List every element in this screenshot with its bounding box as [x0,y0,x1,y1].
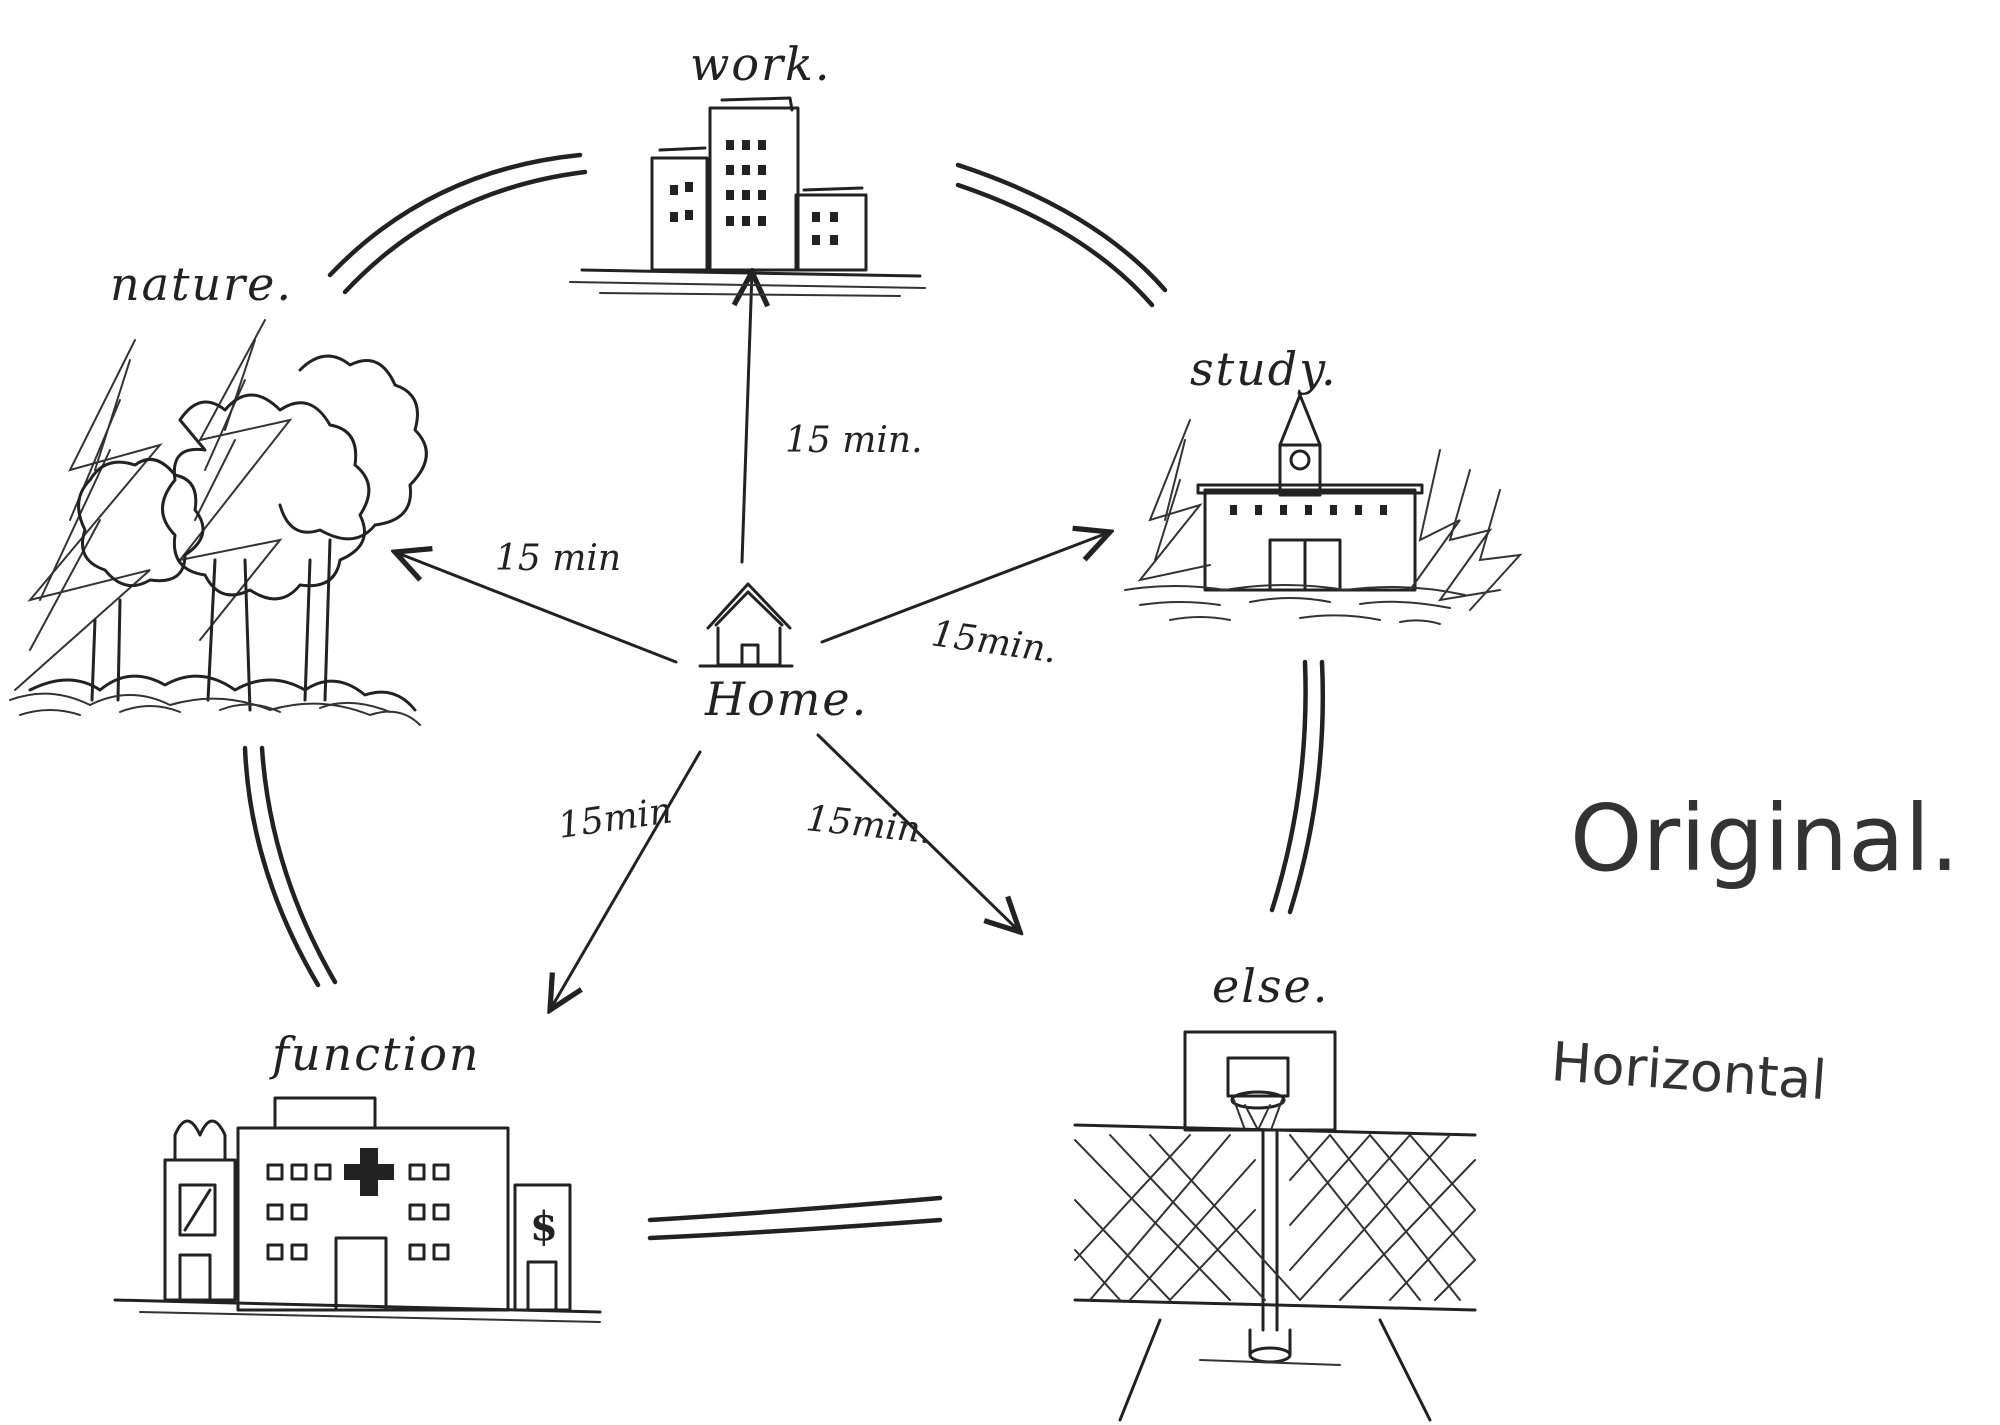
edge-label-home-nature: 15 min [495,538,621,579]
label-home: Home. [704,672,868,726]
school-campus-icon [1124,393,1523,625]
hospital-shops-icon: $ [113,1096,602,1323]
label-study: study. [1190,342,1338,396]
ring-connector-work-study [955,162,1168,308]
ring-connector-function-nature [242,745,338,988]
basketball-court-icon [1073,1030,1477,1422]
note-original: Original. [1570,785,1959,892]
arrow-home-function [550,750,702,1010]
edge-label-home-study: 15min. [929,613,1060,671]
ring-connector-else-function [647,1195,943,1241]
house-icon [698,582,794,668]
note-horizontal: Horizontal [1549,1030,1828,1112]
ring-connector-study-else [1269,659,1326,915]
label-function: function [269,1027,481,1081]
forest-icon [9,319,428,726]
ring-connector-nature-work [327,152,588,295]
label-nature: nature. [110,257,293,311]
arrow-home-else [816,733,1020,932]
arrow-home-study [820,532,1110,644]
label-work: work. [690,37,832,91]
arrow-home-work [742,272,752,564]
edge-label-home-else: 15min. [804,798,934,852]
edge-label-home-work: 15 min. [785,420,923,461]
arrow-home-nature [395,552,678,664]
office-buildings-icon [569,96,926,297]
edge-label-home-function: 15min [556,790,675,847]
label-else: else. [1212,959,1329,1013]
svg-text:$: $ [530,1203,558,1250]
